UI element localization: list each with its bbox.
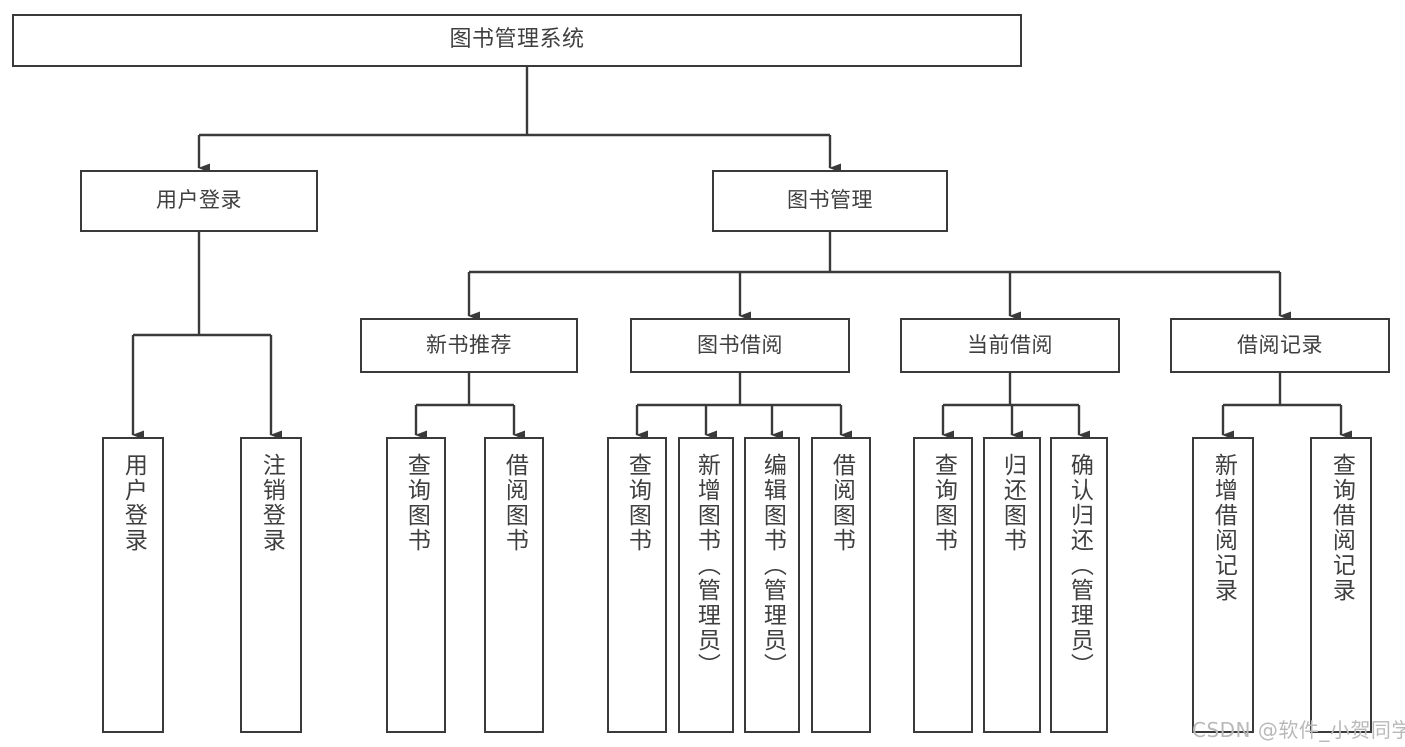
node-leaf-5[interactable]: 新增图书（管理员） [678,437,734,733]
node-level3-3-label: 借阅记录 [1237,332,1323,357]
node-root-label: 图书管理系统 [449,27,585,53]
node-leaf-6[interactable]: 编辑图书（管理员） [744,437,800,733]
node-level3-0-label: 新书推荐 [426,332,512,357]
node-leaf-7-label: 借阅图书 [828,453,855,553]
node-leaf-10[interactable]: 确认归还（管理员） [1050,437,1108,733]
node-leaf-12-label: 查询借阅记录 [1328,453,1355,603]
node-root[interactable]: 图书管理系统 [12,14,1022,67]
node-leaf-2-label: 查询图书 [403,453,430,553]
node-level2-1[interactable]: 图书管理 [712,170,948,232]
node-leaf-3-label: 借阅图书 [501,453,528,553]
node-leaf-9[interactable]: 归还图书 [983,437,1041,733]
node-leaf-10-label: 确认归还（管理员） [1066,453,1093,678]
node-leaf-4[interactable]: 查询图书 [607,437,667,733]
node-level3-1-label: 图书借阅 [697,332,783,357]
node-leaf-6-label: 编辑图书（管理员） [759,453,786,678]
node-leaf-11[interactable]: 新增借阅记录 [1192,437,1254,733]
node-leaf-5-label: 新增图书（管理员） [693,453,720,678]
node-level2-1-label: 图书管理 [787,188,873,213]
node-level3-0[interactable]: 新书推荐 [360,318,578,373]
node-level3-3[interactable]: 借阅记录 [1170,318,1390,373]
node-leaf-1-label: 注销登录 [258,453,285,553]
node-leaf-8[interactable]: 查询图书 [913,437,973,733]
node-leaf-9-label: 归还图书 [999,453,1026,553]
node-level2-0-label: 用户登录 [156,188,242,213]
node-level3-2[interactable]: 当前借阅 [900,318,1120,373]
node-level3-1[interactable]: 图书借阅 [630,318,850,373]
node-level2-0[interactable]: 用户登录 [80,170,318,232]
node-leaf-2[interactable]: 查询图书 [386,437,446,733]
node-leaf-1[interactable]: 注销登录 [240,437,302,733]
node-leaf-0-label: 用户登录 [120,453,147,553]
node-leaf-8-label: 查询图书 [930,453,957,553]
node-leaf-0[interactable]: 用户登录 [102,437,164,733]
node-level3-2-label: 当前借阅 [967,332,1053,357]
node-leaf-7[interactable]: 借阅图书 [811,437,871,733]
node-leaf-4-label: 查询图书 [624,453,651,553]
node-leaf-3[interactable]: 借阅图书 [484,437,544,733]
node-leaf-11-label: 新增借阅记录 [1210,453,1237,603]
node-leaf-12[interactable]: 查询借阅记录 [1310,437,1372,733]
